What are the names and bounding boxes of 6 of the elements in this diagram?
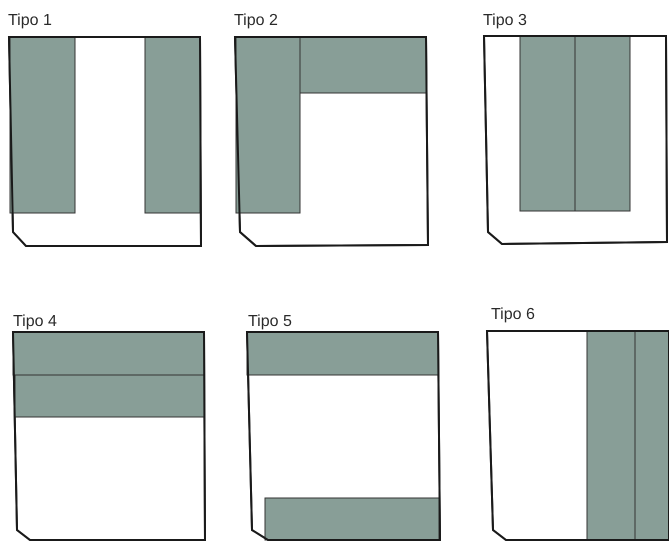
panel-heading: Tipo 1 — [8, 12, 52, 30]
panel-heading: Tipo 4 — [13, 313, 57, 331]
panel-heading: Tipo 3 — [483, 12, 527, 30]
panel-heading: Tipo 2 — [234, 12, 278, 30]
panel-heading: Tipo 5 — [248, 313, 292, 331]
panel-heading: Tipo 6 — [491, 306, 535, 324]
